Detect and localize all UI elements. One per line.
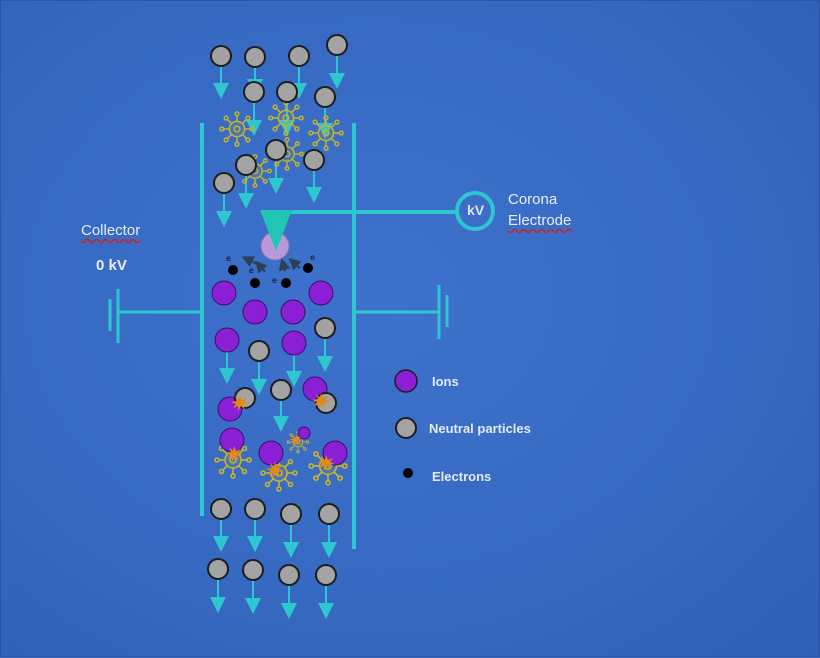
neutral-particle — [210, 498, 232, 520]
ion — [297, 426, 311, 440]
electron-label: e — [249, 266, 254, 275]
legend-neutral-label: Neutral particles — [429, 421, 531, 436]
neutral-particle — [314, 317, 336, 339]
ion — [214, 327, 240, 353]
ion — [258, 440, 284, 466]
electrode-tip — [260, 210, 292, 251]
neutral-particle — [278, 564, 300, 586]
ion — [242, 299, 268, 325]
electron — [281, 278, 291, 288]
collector-label: Collector — [81, 222, 141, 239]
legend-swatches — [394, 369, 418, 478]
kv-label: kV — [467, 202, 485, 218]
neutral-particle — [276, 81, 298, 103]
neutral-particle — [213, 172, 235, 194]
electron-emission-arrows — [241, 256, 302, 274]
neutral-particle — [207, 558, 229, 580]
neutral-particle — [210, 45, 232, 67]
right-ground-icon — [356, 285, 449, 339]
electron-label: e — [272, 276, 277, 285]
legend-electrons-label: Electrons — [432, 469, 492, 484]
electron — [303, 263, 313, 273]
neutral-particle — [243, 81, 265, 103]
neutral-particle — [244, 46, 266, 68]
virus-icon — [268, 100, 304, 136]
left-ground-icon — [108, 289, 201, 343]
corona-electrode-label-line2: Electrode — [508, 212, 572, 229]
neutral-particle — [265, 139, 287, 161]
neutral-particle — [242, 559, 264, 581]
ion — [211, 280, 237, 306]
neutral-particles — [207, 34, 348, 586]
neutral-particle — [270, 379, 292, 401]
neutral-particle — [235, 154, 257, 176]
flow-arrows — [210, 56, 345, 619]
electron-label: e — [226, 254, 231, 263]
electron — [228, 265, 238, 275]
ion — [322, 440, 348, 466]
kv-source-icon — [455, 191, 495, 231]
neutral-particle — [318, 503, 340, 525]
legend-ions-label: Ions — [432, 374, 459, 389]
ion — [219, 427, 245, 453]
ion — [281, 330, 307, 356]
collector-plates — [200, 123, 356, 549]
neutral-particle — [314, 86, 336, 108]
legend-neutral-swatch — [395, 417, 417, 439]
neutral-particle — [244, 498, 266, 520]
legend-ion-swatch — [394, 369, 418, 393]
neutral-particle — [288, 45, 310, 67]
neutral-particle — [326, 34, 348, 56]
collector-voltage-label: 0 kV — [96, 257, 127, 274]
electron — [250, 278, 260, 288]
neutral-particle — [280, 503, 302, 525]
neutral-particle — [248, 340, 270, 362]
virus-icon — [219, 111, 255, 147]
electron-label: e — [310, 253, 315, 262]
neutral-particle — [303, 149, 325, 171]
ions — [211, 280, 348, 466]
neutral-particle — [315, 564, 337, 586]
electrons — [228, 263, 313, 288]
corona-electrode-label-line1: Corona — [508, 191, 558, 208]
virus-icon — [308, 115, 344, 151]
corona-electrode — [260, 191, 495, 261]
ion — [280, 299, 306, 325]
ion — [308, 280, 334, 306]
legend-electron-swatch — [403, 468, 413, 478]
